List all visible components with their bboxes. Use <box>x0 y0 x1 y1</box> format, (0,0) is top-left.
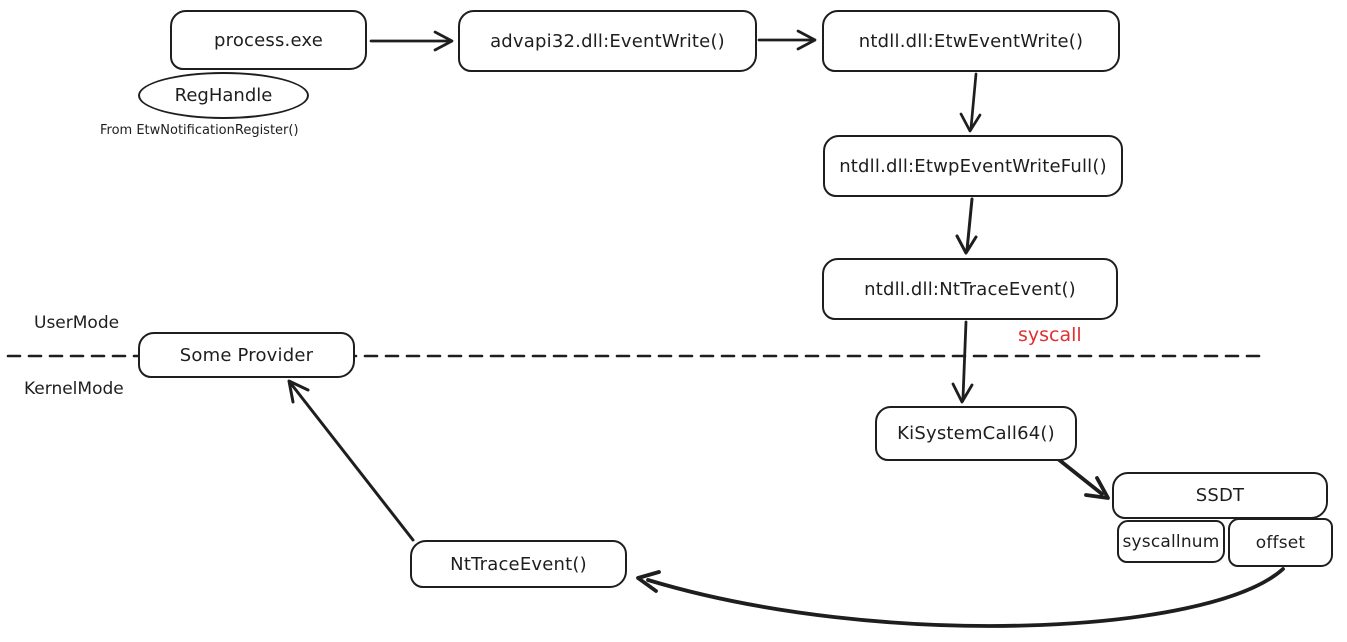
arrow-etweventwrite-to-etwpeventwritefull <box>959 72 982 133</box>
node-advapi-eventwrite: advapi32.dll:EventWrite() <box>458 10 757 72</box>
node-some-provider-label: Some Provider <box>179 344 314 366</box>
node-ssdt: SSDT <box>1112 472 1328 519</box>
node-process-exe: process.exe <box>170 10 367 70</box>
reghandle-note-text: From EtwNotificationRegister() <box>100 123 299 138</box>
node-ntdll-nttraceevent-label: ntdll.dll:NtTraceEvent() <box>864 278 1076 300</box>
arrow-syscall-transition <box>951 320 974 404</box>
label-syscall-text: syscall <box>1018 324 1082 346</box>
node-offset: offset <box>1228 518 1333 567</box>
node-advapi-eventwrite-label: advapi32.dll:EventWrite() <box>490 30 725 52</box>
label-syscall: syscall <box>1018 324 1082 346</box>
node-ntdll-etweventwrite-label: ntdll.dll:EtwEventWrite() <box>858 30 1084 52</box>
node-nttraceevent-kernel-label: NtTraceEvent() <box>450 553 587 575</box>
node-reghandle: RegHandle <box>138 72 309 119</box>
node-some-provider: Some Provider <box>138 332 355 378</box>
node-ntdll-etweventwrite: ntdll.dll:EtwEventWrite() <box>822 10 1120 72</box>
label-kernelmode: KernelMode <box>24 379 124 399</box>
label-usermode: UserMode <box>34 313 119 333</box>
arrow-offset-to-nttraceevent <box>636 567 1285 628</box>
node-ntdll-etwpeventwritefull-label: ntdll.dll:EtwpEventWriteFull() <box>839 155 1107 177</box>
arrow-kisystemcall-to-ssdt <box>1056 457 1110 500</box>
node-reghandle-label: RegHandle <box>174 85 273 106</box>
node-ssdt-label: SSDT <box>1195 485 1245 506</box>
arrow-nttraceevent-to-provider <box>287 379 415 542</box>
node-offset-label: offset <box>1255 532 1306 553</box>
node-syscallnum-label: syscallnum <box>1122 531 1220 552</box>
label-usermode-text: UserMode <box>34 313 120 333</box>
arrow-advapi-to-etweventwrite <box>757 29 817 51</box>
arrow-etwpeventwritefull-to-nttraceevent <box>955 197 978 255</box>
label-kernelmode-text: KernelMode <box>24 379 124 399</box>
arrow-process-to-advapi <box>369 30 454 52</box>
node-syscallnum: syscallnum <box>1117 520 1225 563</box>
node-nttraceevent-kernel: NtTraceEvent() <box>410 540 627 588</box>
node-ntdll-nttraceevent: ntdll.dll:NtTraceEvent() <box>822 258 1118 320</box>
node-kisystemcall64-label: KiSystemCall64() <box>897 423 1055 444</box>
reghandle-note: From EtwNotificationRegister() <box>100 123 299 138</box>
node-kisystemcall64: KiSystemCall64() <box>875 406 1077 461</box>
node-process-exe-label: process.exe <box>213 29 324 51</box>
node-ntdll-etwpeventwritefull: ntdll.dll:EtwpEventWriteFull() <box>823 135 1123 197</box>
